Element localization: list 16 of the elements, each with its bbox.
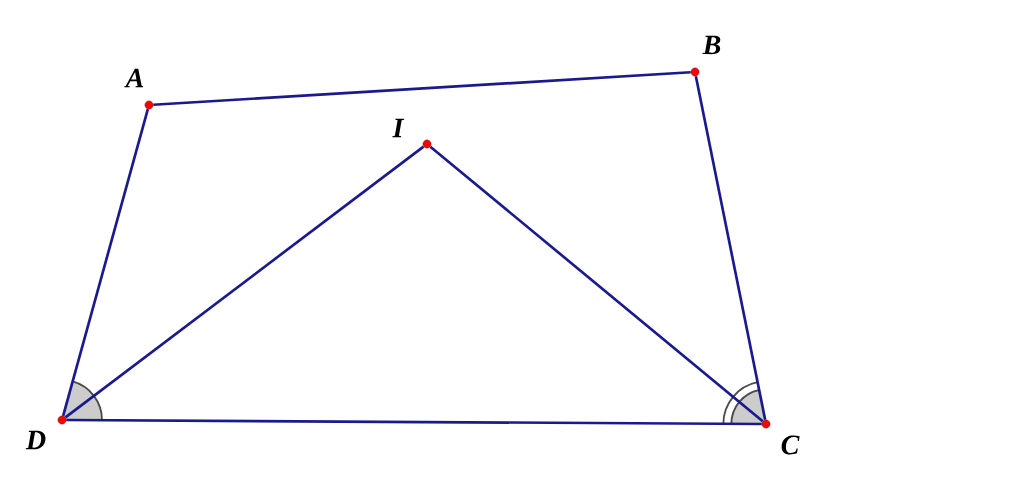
point: C xyxy=(761,419,800,455)
node-label: C xyxy=(781,435,800,455)
line-segment xyxy=(694,75,767,420)
line-segment xyxy=(64,145,425,419)
point: A xyxy=(124,68,154,110)
line-segment xyxy=(153,70,691,107)
point: B xyxy=(690,35,721,77)
node-label: A xyxy=(124,68,144,88)
line-segment xyxy=(66,418,762,426)
node-label: D xyxy=(25,430,46,450)
point: I xyxy=(392,118,432,149)
line-segment xyxy=(429,145,764,423)
node-label: I xyxy=(392,118,405,138)
point: D xyxy=(25,415,67,450)
node-label: B xyxy=(702,35,721,55)
line-segment xyxy=(61,108,150,417)
